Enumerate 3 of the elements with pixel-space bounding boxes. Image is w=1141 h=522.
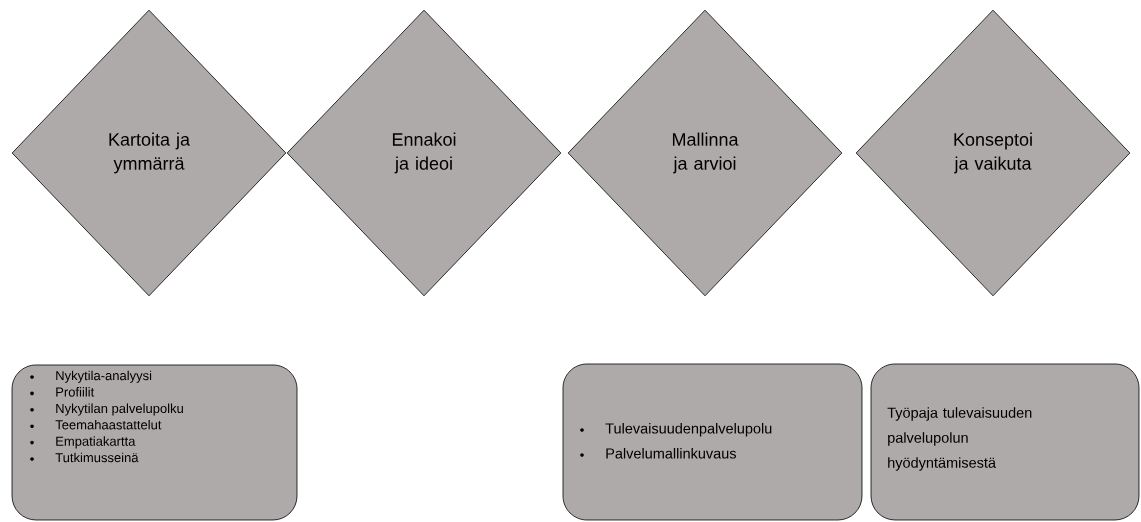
text-box: Työpaja tulevaisuuden palvelupolun hyödyntämisestä xyxy=(870,363,1140,521)
bullet-list-box: Nykytila-analyysi Profiilit Nykytilan palvelupolku Teemahaastattelut Empatiakartta Tutkimusseinä xyxy=(11,364,298,521)
bullet-list-box: Tulevaisuudenpalvelupolu Palvelumallinkuvaus xyxy=(562,363,863,521)
